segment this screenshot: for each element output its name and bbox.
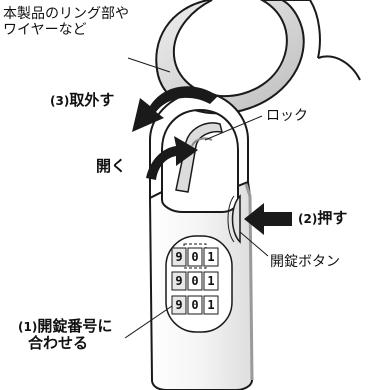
dial-cell xyxy=(171,295,187,315)
shackle xyxy=(175,122,224,193)
dial-digit[interactable]: 1 xyxy=(207,250,214,264)
dial-cell xyxy=(203,295,219,315)
dial-digit[interactable]: 0 xyxy=(191,274,198,288)
button-leader-line xyxy=(239,231,269,257)
dial-digit[interactable]: 9 xyxy=(175,250,182,264)
product-ring xyxy=(155,0,361,115)
curved-arrow-up-icon xyxy=(146,136,198,180)
step1-text-line2: 合わせる xyxy=(28,334,89,353)
step1-label: (1)開錠番号に 合わせる xyxy=(18,317,113,353)
step3-label: (3)取外す xyxy=(50,91,115,109)
dial-leader-line xyxy=(124,305,173,339)
step3-text: 取外す xyxy=(69,91,115,109)
dial-digit[interactable]: 9 xyxy=(175,274,182,288)
ring-leader-line xyxy=(127,57,171,73)
arrow-right-icon xyxy=(244,203,292,235)
open-button-label: 開錠ボタン xyxy=(270,254,340,270)
step2-number: (2) xyxy=(298,212,318,226)
step1-line1: (1)開錠番号に xyxy=(18,317,113,335)
dial-digit[interactable]: 9 xyxy=(175,298,182,312)
step2-text: 押す xyxy=(317,209,348,227)
curved-arrow-left-icon xyxy=(132,86,218,132)
open-label: 開く xyxy=(96,157,127,175)
dial-digit[interactable]: 1 xyxy=(207,274,214,288)
dial-cell xyxy=(187,247,203,267)
dial-cell xyxy=(203,271,219,291)
dial-cell xyxy=(171,271,187,291)
step3-number: (3) xyxy=(50,94,70,108)
product-ring-label-line2: ワイヤーなど xyxy=(3,22,87,39)
step1-number: (1) xyxy=(18,320,38,334)
dial-digit[interactable]: 1 xyxy=(207,298,214,312)
dial-digit[interactable]: 0 xyxy=(191,298,198,312)
dial-digit[interactable]: 0 xyxy=(191,250,198,264)
step2-label: (2)押す xyxy=(298,209,348,227)
dial-cell xyxy=(171,247,187,267)
dial-cell xyxy=(187,271,203,291)
step1-text-line1: 開錠番号に xyxy=(37,317,113,335)
product-ring-label: 本製品のリング部や ワイヤーなど xyxy=(3,6,129,38)
dial-cell xyxy=(203,247,219,267)
lock-leader-line xyxy=(204,115,263,141)
dial-cell xyxy=(187,295,203,315)
lock-label: ロック xyxy=(266,108,308,124)
product-ring-label-line1: 本製品のリング部や xyxy=(3,6,129,22)
